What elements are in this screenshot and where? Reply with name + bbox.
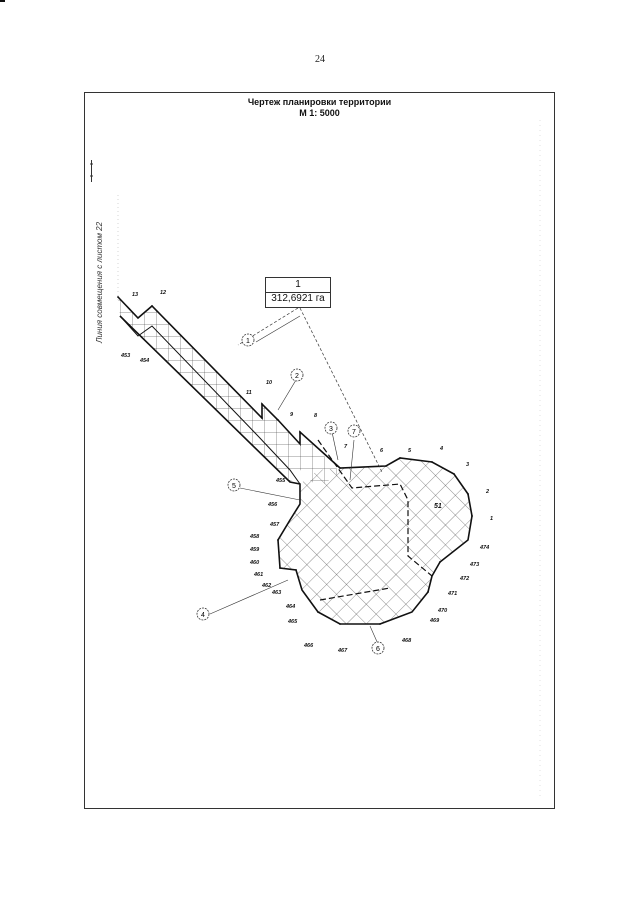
vertex-11: 11 — [246, 390, 252, 396]
callout-circle-3: 3 — [324, 421, 338, 435]
vertex-473: 473 — [469, 562, 479, 568]
vertex-454: 454 — [139, 358, 149, 364]
outer-boundary-north — [117, 296, 473, 625]
vertex-13: 13 — [132, 292, 138, 298]
vertex-4: 4 — [439, 446, 443, 452]
callout-label-2: 2 — [295, 373, 299, 380]
vertex-8: 8 — [314, 413, 318, 419]
vertex-469: 469 — [429, 618, 440, 624]
vertex-470: 470 — [437, 608, 447, 614]
corner-mark — [0, 0, 5, 2]
vertex-dots — [117, 296, 473, 625]
vertex-463: 463 — [271, 590, 281, 596]
vertex-461: 461 — [253, 572, 263, 578]
vertex-464: 464 — [285, 604, 295, 610]
drawing-title: Чертеж планировки территории — [247, 97, 392, 107]
vertex-456: 456 — [267, 502, 278, 508]
page-number: 24 — [315, 54, 325, 65]
callout-label-4: 4 — [201, 612, 205, 619]
vertex-462: 462 — [261, 583, 271, 589]
callout-label-7: 7 — [352, 429, 356, 436]
vertex-2: 2 — [485, 489, 489, 495]
callout-label-5: 5 — [232, 483, 236, 490]
vertex-9: 9 — [290, 412, 294, 418]
leader-parcel-label-2 — [299, 307, 383, 473]
vertex-6: 6 — [380, 448, 384, 454]
zone-dashed-1 — [317, 439, 433, 577]
callout-circle-6: 6 — [371, 641, 385, 655]
leader-callout-6 — [369, 625, 379, 645]
leader-callout-7 — [349, 439, 355, 481]
drawing-frame — [84, 92, 555, 809]
leader-callout-3 — [331, 431, 339, 461]
callout-circle-7: 7 — [347, 424, 361, 438]
vertex-10: 10 — [266, 380, 272, 386]
vertex-1: 1 — [490, 516, 493, 522]
vertex-472: 472 — [459, 576, 469, 582]
vertex-5: 5 — [408, 448, 412, 454]
vertex-12: 12 — [160, 290, 166, 296]
main-parcel-area — [278, 458, 472, 624]
callout-circle-1: 1 — [241, 333, 255, 347]
callout-label-3: 3 — [329, 426, 333, 433]
vertex-468: 468 — [401, 638, 412, 644]
vertex-457: 457 — [269, 522, 280, 528]
vertex-458: 458 — [249, 534, 260, 540]
zone-dashed-2 — [319, 587, 391, 601]
callout-circle-2: 2 — [290, 368, 304, 382]
parcel-number: 1 — [295, 279, 301, 290]
leader-parcel-label — [237, 307, 299, 346]
vertex-455: 455 — [275, 478, 286, 484]
vertex-466: 466 — [303, 643, 314, 649]
vertex-471: 471 — [447, 591, 457, 597]
vertex-51: 51 — [434, 503, 442, 510]
leader-callout-5 — [239, 487, 301, 501]
parcel-area: 312,6921 га — [265, 292, 331, 304]
vertex-459: 459 — [249, 547, 260, 553]
vertex-labels: 1 2 3 4 5 6 7 8 9 10 11 12 13 453 454 45… — [120, 290, 493, 654]
leader-callout-1 — [255, 315, 301, 343]
vertex-7: 7 — [344, 444, 348, 450]
leader-callout-4 — [209, 579, 289, 615]
vertex-467: 467 — [337, 648, 348, 654]
vertex-474: 474 — [479, 545, 489, 551]
vertex-465: 465 — [287, 619, 298, 625]
callout-label-1: 1 — [246, 338, 250, 345]
callout-circle-4: 4 — [196, 607, 210, 621]
vertex-453: 453 — [120, 353, 130, 359]
corridor-inner-edge — [119, 315, 301, 485]
corridor-strip — [118, 297, 340, 488]
vertex-3: 3 — [466, 462, 469, 468]
drawing-scale: М 1: 5000 — [299, 108, 340, 118]
callout-label-6: 6 — [376, 646, 380, 653]
axis-tick-mark — [90, 160, 93, 182]
leader-callout-2 — [277, 379, 297, 411]
callout-circle-5: 5 — [227, 478, 241, 492]
vertex-460: 460 — [249, 560, 259, 566]
